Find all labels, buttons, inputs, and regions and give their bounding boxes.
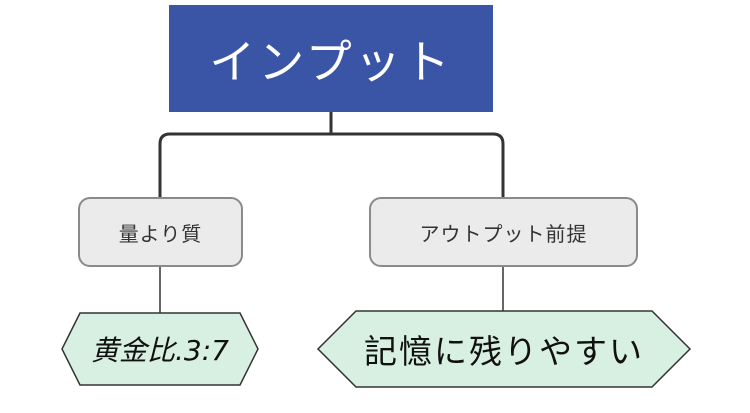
topic-node-quality[interactable]: 量より質 [78, 197, 243, 267]
leaf-hexagon-left [61, 312, 259, 386]
leaf-node-memorable[interactable]: 記憶に残りやすい [318, 311, 690, 387]
topic-label-quality: 量より質 [118, 221, 203, 246]
topic-label-output: アウトプット前提 [419, 221, 588, 246]
leaf-hexagon-right [316, 310, 692, 388]
root-label: インプット [209, 34, 453, 89]
leaf-label-memorable: 記憶に残りやすい [364, 332, 644, 371]
root-node[interactable]: インプット [169, 5, 493, 112]
leaf-label-golden-ratio: 黄金比.3:7 [91, 334, 229, 367]
topic-node-output[interactable]: アウトプット前提 [369, 197, 638, 267]
leaf-node-golden-ratio[interactable]: 黄金比.3:7 [62, 313, 258, 385]
connector-root-to-topics [158, 112, 505, 197]
